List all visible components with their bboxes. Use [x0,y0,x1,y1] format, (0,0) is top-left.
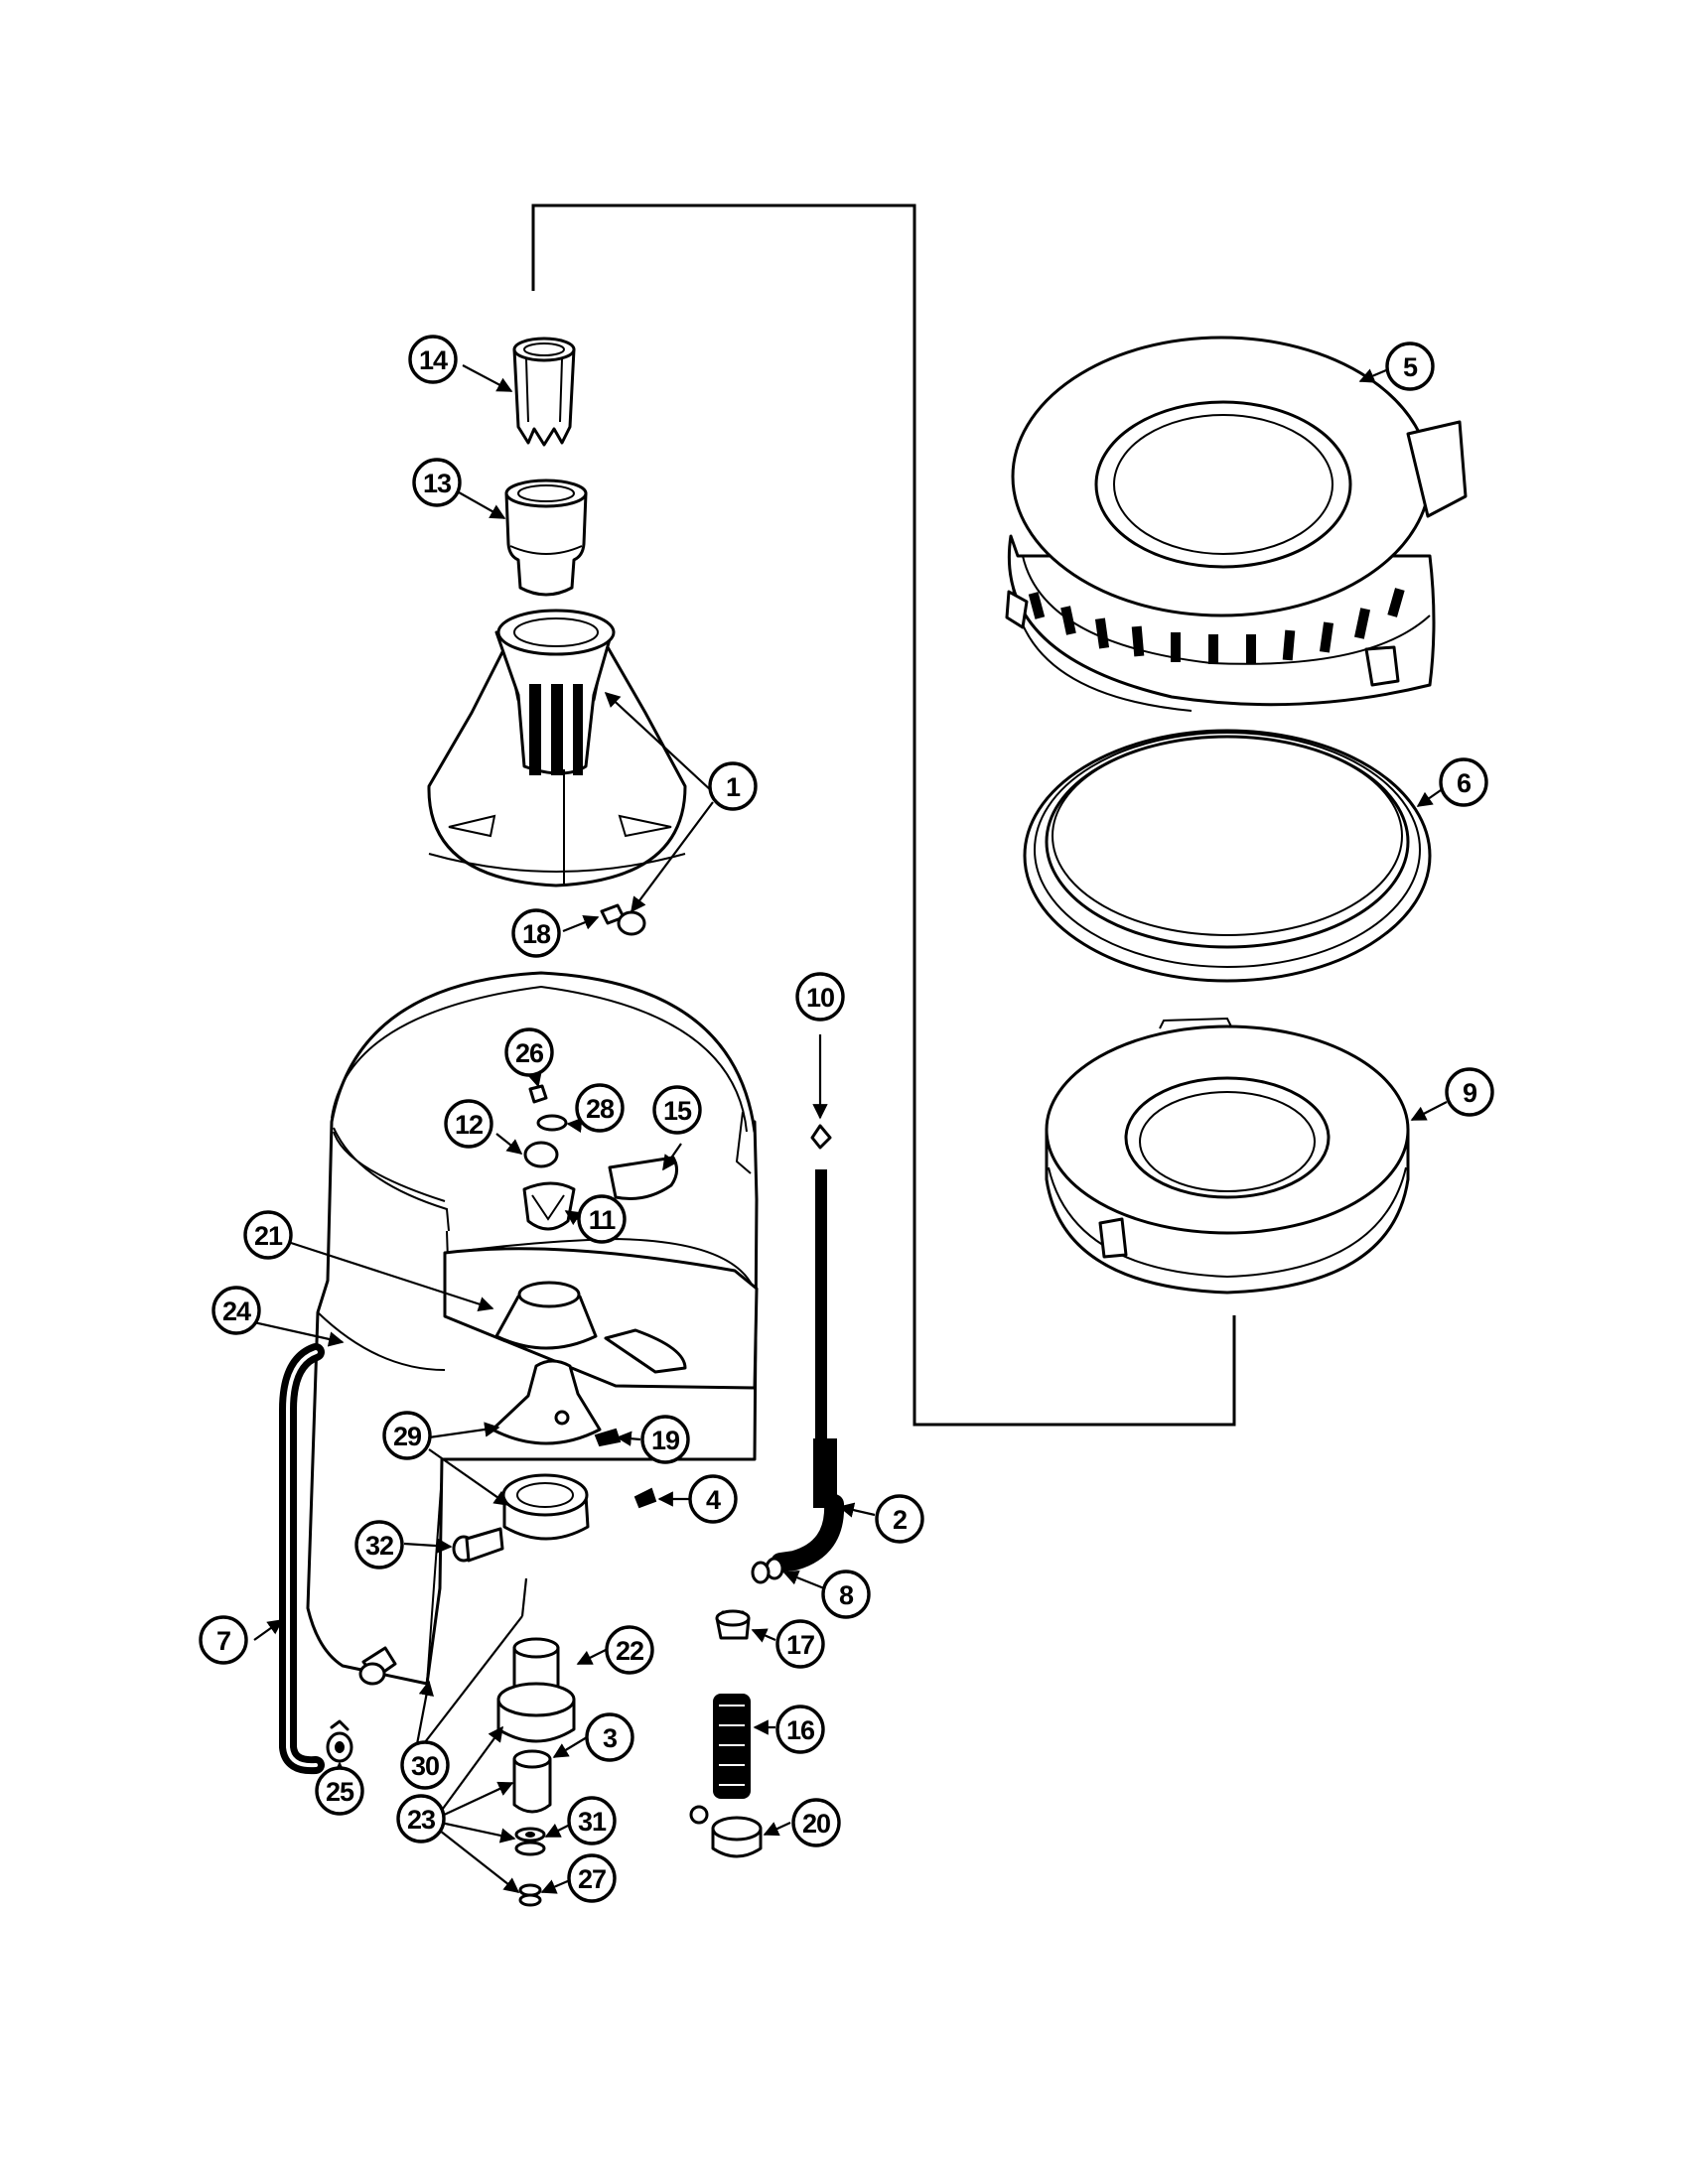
callout-32: 32 [354,1520,404,1570]
callout-2-label: 2 [893,1505,907,1535]
callout-14: 14 [408,335,458,384]
part-5-tub-ring [1005,336,1468,712]
callout-13-label: 13 [423,469,452,498]
callout-2: 2 [875,1494,924,1544]
callout-29-label: 29 [393,1422,422,1451]
callout-27: 27 [567,1853,617,1903]
part-14-strainer [512,337,576,447]
callout-29: 29 [382,1411,432,1460]
callout-16-label: 16 [786,1715,815,1745]
callout-30-label: 30 [411,1751,439,1781]
callout-1-label: 1 [726,772,741,802]
callout-5-label: 5 [1403,352,1418,382]
callout-6-label: 6 [1457,768,1472,798]
callout-32-label: 32 [365,1531,393,1561]
callout-15-label: 15 [663,1096,692,1126]
part-6-gasket [1023,729,1432,983]
callout-18: 18 [511,908,561,958]
part-9-balance-ring [1045,1017,1410,1295]
part-20-clamp [689,1805,763,1858]
leader-lines [248,364,1448,1894]
callout-5: 5 [1385,341,1435,391]
callout-28-label: 28 [586,1094,615,1124]
callout-13: 13 [412,458,462,507]
callout-25: 25 [315,1766,364,1816]
callout-6: 6 [1439,757,1488,807]
callout-17-label: 17 [786,1630,814,1660]
callout-31: 31 [567,1796,617,1845]
callout-11: 11 [577,1194,627,1244]
part-13-cap [504,478,588,597]
part-27-nut [518,1883,542,1907]
callout-7: 7 [199,1615,248,1665]
callout-8: 8 [821,1570,871,1619]
callout-23: 23 [396,1794,446,1843]
callout-10-label: 10 [806,983,834,1013]
callout-23-label: 23 [407,1805,436,1835]
group-bracket [531,204,1236,1427]
part-22-hub [496,1637,576,1743]
callout-31-label: 31 [578,1807,607,1837]
callout-7-label: 7 [216,1626,230,1656]
callout-9-label: 9 [1463,1078,1477,1108]
callout-12: 12 [444,1099,493,1149]
part-10-cap [810,1124,832,1150]
callout-22: 22 [605,1625,654,1675]
callout-16: 16 [775,1705,825,1754]
callout-9: 9 [1445,1067,1494,1117]
part-21-seal [494,1281,687,1374]
part-30-drain-outlet [358,1646,397,1686]
callout-25-label: 25 [326,1777,354,1807]
callout-4-label: 4 [706,1485,721,1515]
callout-10: 10 [795,972,845,1022]
part-1-agitator [427,609,687,887]
callout-17: 17 [775,1619,825,1669]
callout-27-label: 27 [578,1864,606,1894]
callout-18-label: 18 [522,919,551,949]
part-3-sleeve [512,1749,552,1814]
part-8-ring [751,1557,784,1584]
callout-26-label: 26 [515,1038,544,1068]
part-31-washers [514,1827,546,1856]
callout-3-label: 3 [603,1723,618,1753]
callout-19-label: 19 [651,1426,680,1455]
callout-19: 19 [640,1415,690,1464]
callout-26: 26 [504,1027,554,1077]
callout-15: 15 [652,1085,702,1135]
part-17-fitting [715,1609,751,1640]
callout-20-label: 20 [802,1809,830,1839]
part-25-clamp [326,1719,353,1763]
callout-11-label: 11 [589,1205,617,1235]
part-2-drain-tube [771,1169,845,1572]
part-16-hose [713,1694,751,1799]
callout-28: 28 [575,1083,625,1133]
callout-21: 21 [243,1210,293,1260]
callout-21-label: 21 [254,1221,283,1251]
callout-3: 3 [585,1712,634,1762]
callout-22-label: 22 [616,1636,643,1666]
callout-12-label: 12 [455,1110,483,1140]
part-7-hose [279,1343,325,1775]
callout-24: 24 [211,1286,261,1335]
callout-4: 4 [688,1474,738,1524]
callout-1: 1 [708,761,758,811]
callout-8-label: 8 [839,1580,854,1610]
callout-24-label: 24 [222,1297,251,1326]
callout-20: 20 [791,1798,841,1847]
part-29-hub-and-coupler [491,1359,602,1541]
part-4-screw [633,1487,657,1509]
callout-30: 30 [400,1740,450,1790]
part-18-screw [600,903,646,936]
callout-14-label: 14 [419,345,448,375]
part-32-fitting [452,1527,504,1563]
